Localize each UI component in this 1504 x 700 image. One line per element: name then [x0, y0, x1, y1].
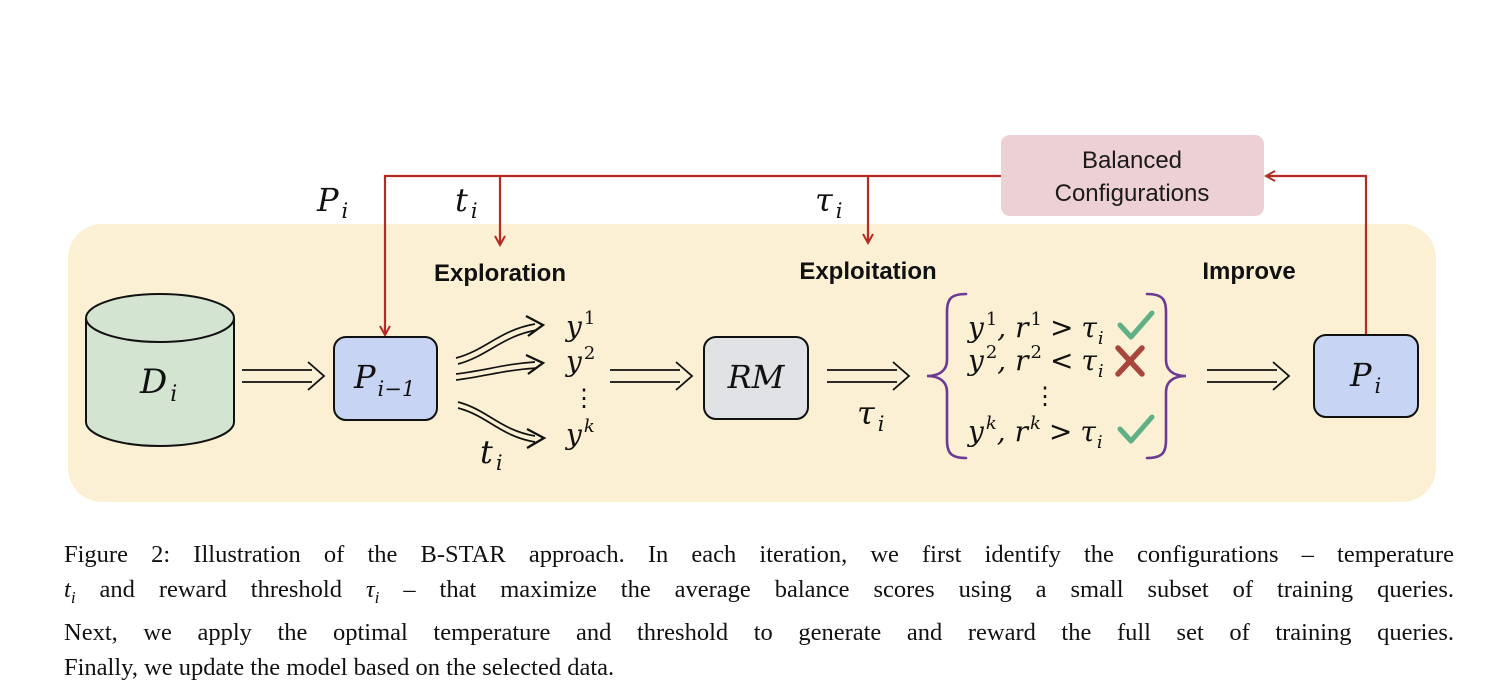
feedback-loop	[385, 176, 1368, 335]
balanced-configurations-line1: Balanced	[1082, 147, 1182, 174]
caption-line-1: Figure 2: Illustration of the B-STAR app…	[64, 541, 1455, 568]
figure-caption: Figure 2: Illustration of the B-STAR app…	[64, 537, 1454, 685]
previous-policy-label: Pi−1	[353, 358, 415, 401]
check-icon	[1117, 414, 1155, 444]
filter-dots: ⋮	[1033, 382, 1057, 410]
check-icon	[1117, 310, 1155, 340]
filter-braces	[926, 292, 1187, 460]
stage-exploration: Exploration	[434, 260, 566, 287]
balanced-configurations-line2: Configurations	[1055, 180, 1210, 207]
sampling-arrows	[455, 314, 547, 449]
previous-policy-box: Pi−1	[333, 336, 438, 421]
balanced-configurations-box: Balanced Configurations	[1001, 135, 1264, 216]
stage-exploitation: Exploitation	[799, 258, 936, 285]
sample-dots: ⋮	[572, 384, 596, 412]
caption-line-2: ti and reward threshold τi – that maximi…	[64, 576, 1454, 607]
reward-model-label: RM	[727, 358, 786, 396]
caption-line-4: Finally, we update the model based on th…	[64, 653, 615, 681]
stage-improve: Improve	[1202, 258, 1295, 285]
cross-icon	[1115, 345, 1145, 377]
caption-line-3: Next, we apply the optimal temperature a…	[64, 618, 1454, 646]
reward-model-box: RM	[703, 336, 809, 420]
double-arrows	[242, 361, 1291, 391]
